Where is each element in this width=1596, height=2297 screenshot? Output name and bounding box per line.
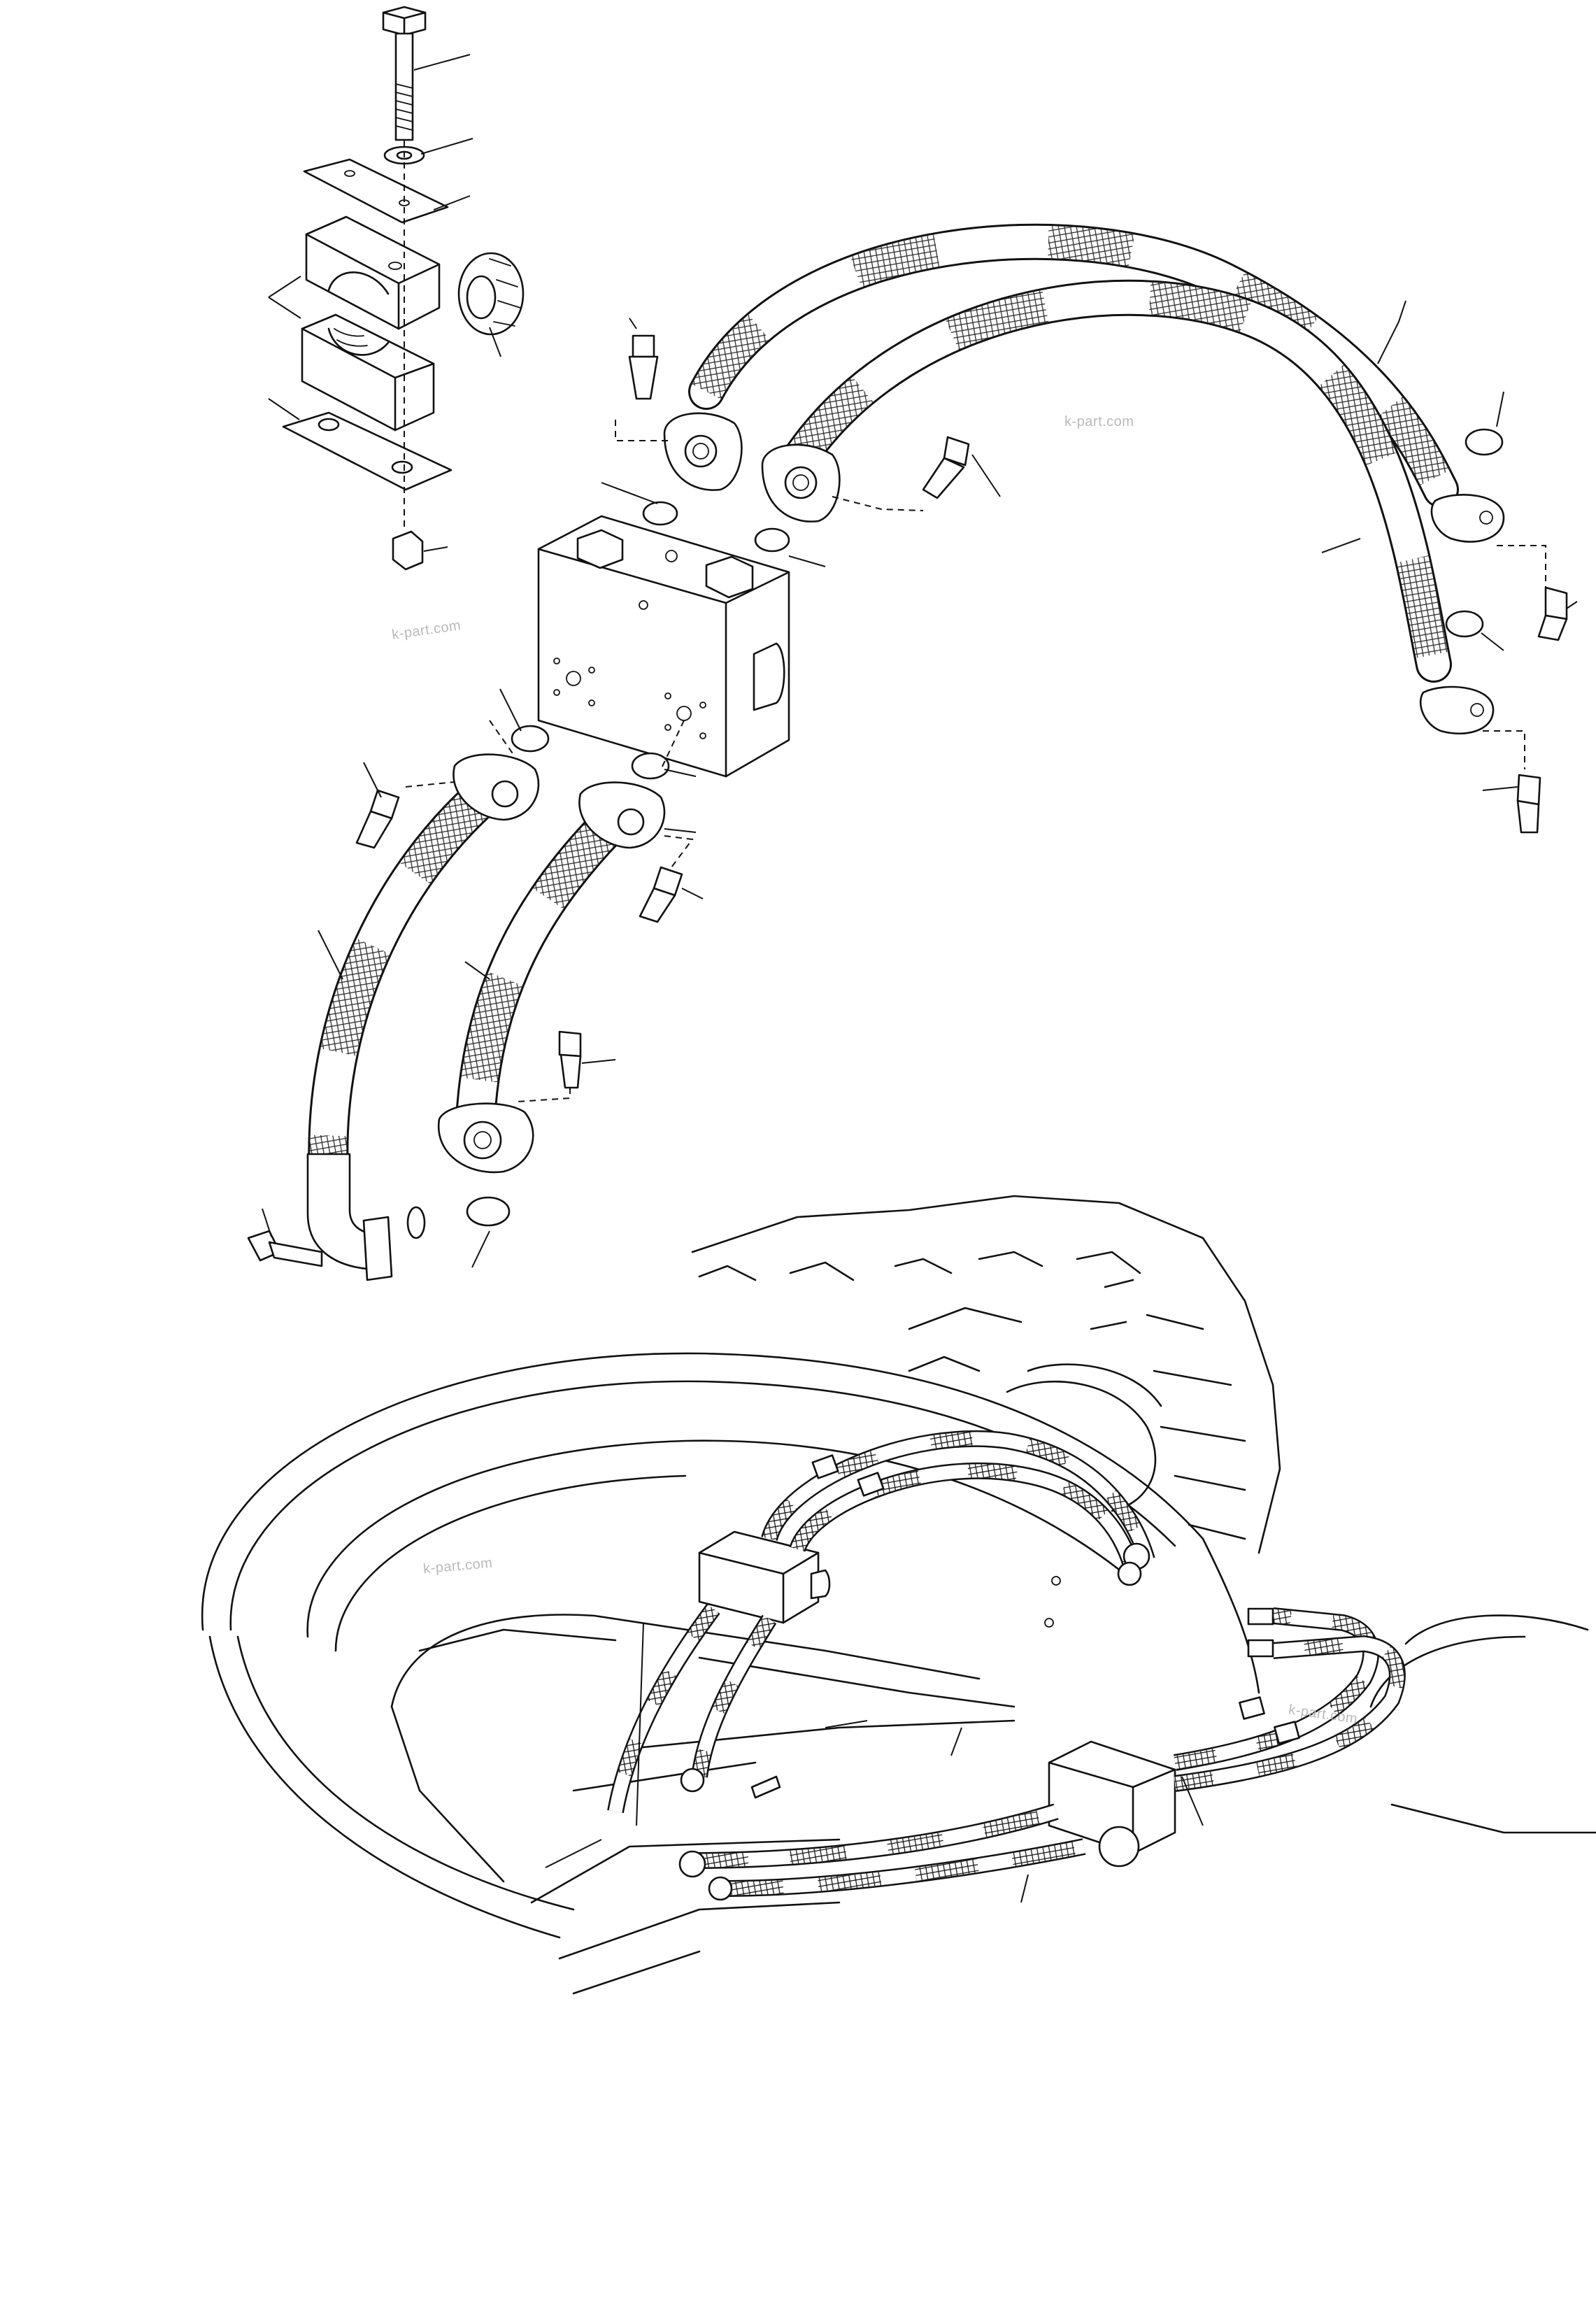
watermark: k-part.com [1064,414,1134,429]
o-ring [466,1196,511,1227]
clamp-nut [392,530,424,571]
valve-block-installed-upper [698,1530,831,1624]
elbow-bolt [247,1230,323,1267]
flange-bolt [628,334,659,400]
seal-ring [406,1206,426,1239]
rubber-insert [457,252,525,336]
flange-bolt [355,789,400,849]
plug-left [576,529,624,569]
o-ring [1465,428,1504,456]
clamp-half-upper [305,215,441,330]
pipe-clamp-assembly [268,6,525,571]
valve-block-installed-lower [1048,1740,1176,1868]
flange-bolt [922,436,970,499]
flange-bolt [558,1030,582,1089]
machine-installation-view [201,1195,1596,1995]
installed-hose [761,1430,1155,1563]
hose-flange [453,753,540,821]
hose-flange [437,1102,534,1174]
port-left [553,657,595,706]
o-ring [642,501,678,526]
hose-upper-2 [779,279,1452,683]
hose-flange [1419,685,1495,735]
hose-flange [663,412,743,491]
o-ring [1445,610,1484,638]
hose-elbow [306,1153,393,1281]
plug-right [705,555,754,599]
installed-hose [692,1803,1059,1869]
installed-hose [789,1462,1141,1576]
flange-bolt [639,866,683,923]
cover-plate-top [303,158,449,224]
installed-hose [607,1603,720,1814]
installed-hose [1174,1607,1379,1771]
hose-upper-1 [688,223,1459,508]
o-ring [754,527,790,553]
flange-bolt [1516,774,1541,834]
o-ring [511,725,550,753]
installed-hose [720,1838,1086,1897]
clamp-half-lower [301,313,435,432]
hose-lower-right [455,798,636,1139]
valve-block [537,515,790,778]
cover-plate-bottom [282,411,453,491]
hose-flange [578,781,666,849]
o-ring [631,752,670,780]
hose-lower-left [308,770,510,1195]
flange-bolt [1537,586,1568,641]
hose-flange [1430,494,1505,543]
installed-hose [691,1614,777,1778]
clamp-bolt [382,6,427,141]
installed-hose [1174,1635,1406,1792]
hose-flange [761,443,841,522]
